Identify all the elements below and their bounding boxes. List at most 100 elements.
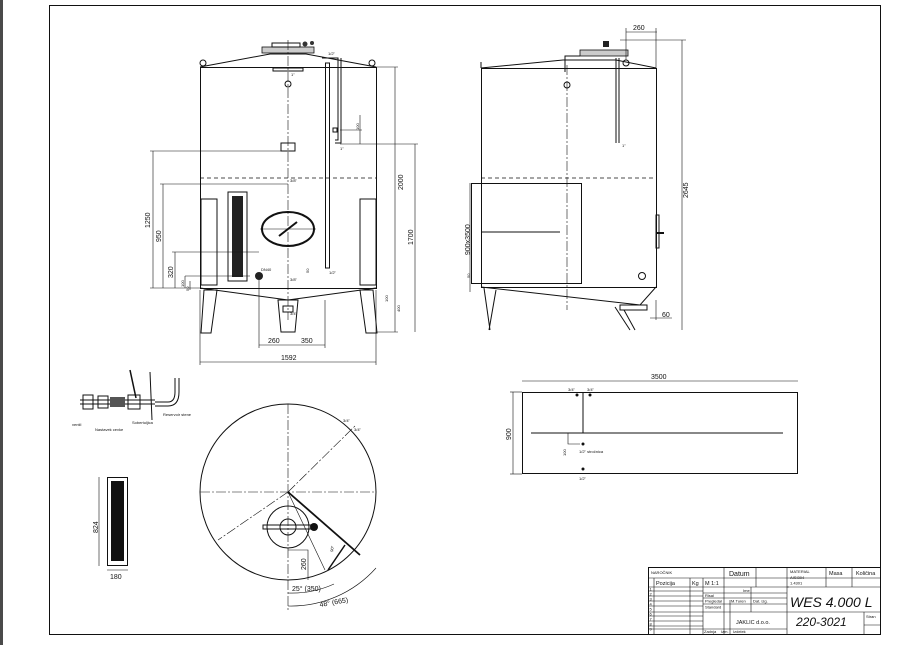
label-pregledal: Pregledal	[705, 599, 722, 604]
lifting-lug-right	[368, 59, 376, 67]
label-sobertuljica: Sobertuljica	[132, 420, 154, 425]
note: 3/8"	[290, 277, 298, 282]
label-standard: Standard	[705, 605, 721, 610]
dim-50: 50	[466, 273, 471, 278]
material-value-2: 1.4301	[790, 581, 803, 586]
level-gauge	[325, 62, 330, 269]
row-number: 1	[650, 587, 653, 592]
row-number: 6	[650, 612, 653, 617]
note: 3/4"	[290, 311, 298, 316]
row-number: 5	[650, 607, 653, 612]
label-izm: Izm.	[721, 629, 729, 634]
side-view: 1" 260 2645 900x3500 50 60	[465, 25, 690, 331]
dim-2000: 2000	[398, 174, 405, 190]
dim-1250: 1250	[145, 212, 152, 228]
dim-260: 260	[301, 558, 308, 570]
note: 1"	[622, 143, 626, 148]
scale: M 1:1	[705, 581, 719, 587]
vent-valve-icon	[310, 41, 314, 45]
dim-100-left: 100	[180, 280, 185, 287]
manway-top	[266, 505, 310, 549]
angle-90: 90°	[329, 545, 335, 552]
title-block: NAROČNIK Datum MATERIAL AISI304 1.4301 M…	[648, 567, 881, 635]
note: 1/2"	[579, 476, 587, 481]
material-value-1: AISI304	[790, 575, 805, 580]
note: 1/2"	[329, 270, 337, 275]
label-narocnik: NAROČNIK	[651, 570, 672, 575]
dn40-outlet	[255, 272, 263, 280]
angle-48: 48° (665)	[319, 596, 349, 609]
top-manway-lid	[579, 49, 629, 57]
dim-2645: 2645	[683, 182, 690, 198]
label-kolicina: Količina	[856, 571, 876, 577]
row-number: 2	[650, 592, 653, 597]
lifting-lug-left	[199, 59, 207, 67]
overflow-pipe	[322, 57, 339, 141]
dim-100-cone: 100	[384, 295, 389, 302]
leg-center	[277, 299, 299, 333]
dim-260: 260	[633, 25, 645, 32]
vent-valve-icon	[603, 41, 609, 47]
note: 1/2" stročnica	[579, 449, 604, 454]
label-datum: Datum	[729, 571, 750, 578]
label-ventil: ventil	[72, 422, 81, 427]
cooling-jacket	[471, 183, 582, 284]
sight-window	[227, 191, 248, 282]
label-material: MATERIAL	[790, 569, 810, 574]
company-name: JAKLIC d.o.o.	[736, 620, 770, 626]
angle-25: 25° (350)	[292, 585, 321, 593]
label-sheet: Stran	[866, 614, 876, 619]
note: 3/4"	[343, 418, 351, 423]
dim-100: 100	[562, 449, 567, 456]
leg-right	[359, 289, 378, 334]
dim-950: 950	[156, 230, 163, 242]
note: 3/4"	[354, 427, 362, 432]
row-number: 9	[650, 627, 653, 632]
drawing-number: 220-3021	[795, 615, 847, 629]
row-number: 4	[650, 602, 653, 607]
pregledal-name: M.Turen	[731, 599, 746, 604]
label-pozicija: Pozicija	[656, 581, 676, 587]
dim-1700: 1700	[408, 229, 415, 245]
front-view: 1592 260 350 1250 950 320 100 50 2000 17…	[145, 40, 418, 365]
top-view: 260 25° (350) 48° (665) 90° 3/4" 3/4"	[199, 403, 377, 610]
dim-260: 260	[268, 338, 280, 345]
vent-valve-icon	[302, 41, 308, 47]
row-number: 8	[650, 622, 653, 627]
label-nastavek: Nastavek cevke	[95, 427, 124, 432]
sight-window-detail: 824 180	[93, 477, 128, 581]
label-izdelek: Izdelek	[733, 629, 746, 634]
row-number: 7	[650, 617, 653, 622]
label-dat-izg: Dat. izg.	[753, 599, 768, 604]
dim-350: 350	[301, 338, 313, 345]
note: 1/2"	[328, 51, 336, 56]
product-name: WES 4.000 L	[790, 594, 873, 610]
label-risal: Risal	[705, 593, 714, 598]
label-ime: Ime	[743, 588, 750, 593]
window-edge	[0, 0, 3, 645]
label-reservoir: Reservoir stene	[163, 412, 192, 417]
note: 3/4"	[587, 387, 595, 392]
drawing-frame	[49, 5, 881, 635]
row-number: 3	[650, 597, 653, 602]
dim-50-left: 50	[185, 286, 190, 291]
dim-60: 60	[662, 312, 670, 319]
dim-400: 400	[396, 305, 401, 312]
dim-900: 900	[506, 428, 513, 440]
dim-1592: 1592	[281, 355, 297, 362]
dim-180: 180	[110, 574, 122, 581]
label-kg: Kg	[692, 581, 699, 587]
jacket-plan: 3500 900 3/4" 3/4" 100 1/2" stročnica 1/…	[506, 374, 798, 481]
label-masa: Masa	[829, 571, 843, 577]
label-zadnja: Zadnja	[704, 629, 717, 634]
note: 1"	[291, 72, 295, 77]
note: 1"	[340, 146, 344, 151]
leg-left	[200, 289, 218, 334]
dim-100-overflow: 100	[355, 123, 360, 130]
note: DN40	[261, 267, 272, 272]
note: 3/8"	[290, 178, 298, 183]
valve-detail: ventil Nastavek cevke Sobertuljica Reser…	[72, 369, 192, 432]
dim-320: 320	[168, 266, 175, 278]
dim-3500: 3500	[651, 374, 667, 381]
